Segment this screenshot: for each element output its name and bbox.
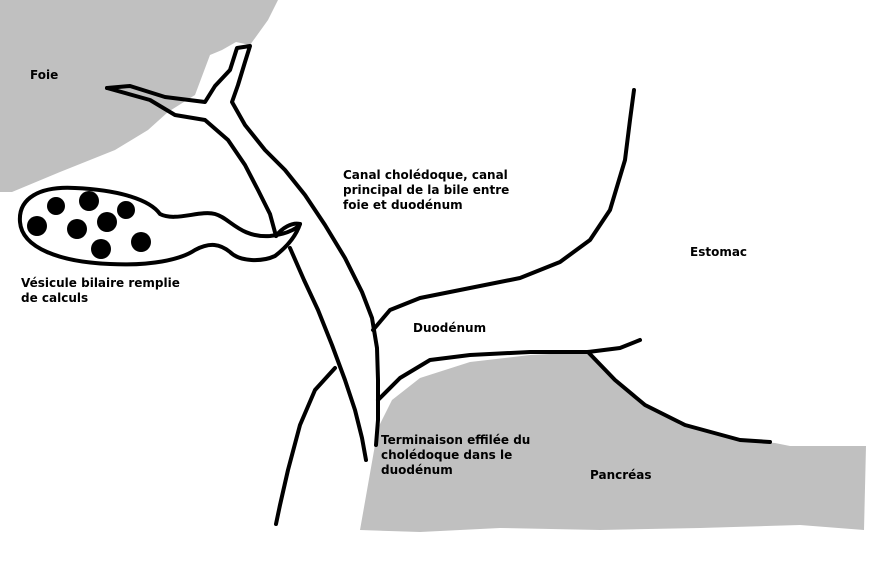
label-canal-line: Canal cholédoque, canal: [343, 168, 509, 183]
label-duodenum: Duodénum: [413, 321, 486, 336]
label-vesicule-line: Vésicule bilaire remplie: [21, 276, 180, 291]
label-canal-choledoque: Canal cholédoque, canal principal de la …: [343, 168, 509, 213]
label-terminaison-line: Terminaison effilée du: [381, 433, 530, 448]
label-terminaison: Terminaison effilée du cholédoque dans l…: [381, 433, 530, 478]
label-terminaison-line: duodénum: [381, 463, 530, 478]
gallstone: [79, 191, 99, 211]
gallstone: [97, 212, 117, 232]
label-pancreas: Pancréas: [590, 468, 652, 483]
gallstone: [27, 216, 47, 236]
gallstone: [91, 239, 111, 259]
label-estomac: Estomac: [690, 245, 747, 260]
label-canal-line: foie et duodénum: [343, 198, 509, 213]
label-vesicule-line: de calculs: [21, 291, 180, 306]
label-vesicule: Vésicule bilaire remplie de calculs: [21, 276, 180, 306]
label-foie: Foie: [30, 68, 58, 83]
gallstone: [117, 201, 135, 219]
bile-duct-right-wall: [107, 88, 366, 460]
duodenum-left-line: [276, 368, 335, 524]
label-terminaison-line: cholédoque dans le: [381, 448, 530, 463]
gallstone: [47, 197, 65, 215]
gallstones: [27, 191, 151, 259]
label-canal-line: principal de la bile entre: [343, 183, 509, 198]
gallstone: [67, 219, 87, 239]
gallstone: [131, 232, 151, 252]
